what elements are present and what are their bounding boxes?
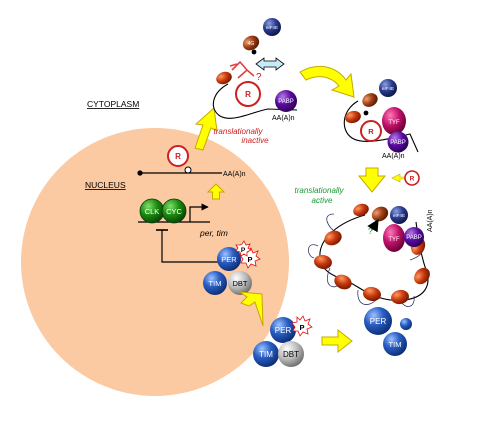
active-question: ? [368, 227, 373, 236]
tyf-protein-2 [383, 224, 405, 252]
svg-text:TIM: TIM [389, 340, 402, 349]
free-per-tim: PER TIM [364, 307, 412, 356]
svg-text:DBT: DBT [233, 279, 248, 288]
svg-text:PER: PER [370, 317, 387, 326]
svg-text:PABP: PABP [406, 235, 422, 241]
svg-text:AA(A)n: AA(A)n [427, 209, 434, 232]
per-protein-free [364, 307, 392, 335]
svg-text:R: R [368, 127, 374, 136]
nucleus-label: NUCLEUS [85, 180, 126, 190]
double-arrow [255, 57, 285, 71]
svg-text:AA(A)n: AA(A)n [272, 115, 295, 122]
svg-text:P: P [247, 255, 252, 264]
tim-protein-cyto [253, 341, 279, 367]
tyf-bound-complex: eIF4E R TYF PABP AA(A)n [343, 79, 419, 160]
nascent-chains [308, 213, 424, 307]
cytoplasmic-per-tim-dbt-complex: PER TIM DBT P [253, 315, 313, 367]
inactive-label-line1: translationally [214, 127, 264, 136]
per-protein-cyto [270, 317, 296, 343]
inactive-mrnp-complex: eIF4E 4G R ? PABP AA(A)n [212, 18, 298, 122]
svg-text:DBT: DBT [283, 350, 299, 359]
phosphate-star-cyto [291, 315, 313, 337]
pabp-active-1 [387, 131, 409, 153]
svg-text:TIM: TIM [259, 350, 273, 359]
cyc-label: CYC [166, 207, 182, 216]
repression-line [161, 230, 218, 263]
active-label-line1: translationally [295, 186, 345, 195]
svg-text:TYF: TYF [388, 237, 400, 243]
svg-text:TYF: TYF [388, 120, 400, 126]
dbt-protein-nucleus [228, 271, 252, 295]
svg-text:AA(A)n: AA(A)n [382, 153, 405, 160]
svg-text:eIF4E: eIF4E [266, 25, 278, 30]
nuclear-per-tim-dbt-complex: PER TIM DBT P P [203, 240, 261, 295]
r-release: R [391, 170, 420, 186]
svg-text:PER: PER [221, 255, 237, 264]
eif4e-active-2 [390, 206, 408, 224]
svg-text:R: R [245, 90, 251, 99]
per-protein-nucleus [217, 247, 241, 271]
to-cytoplasmic-complex-arrow [321, 328, 353, 354]
clk-label: CLK [145, 207, 160, 216]
svg-text:PABP: PABP [278, 99, 294, 105]
svg-text:P: P [241, 247, 246, 254]
svg-text:R: R [410, 176, 415, 183]
eif4g-inactive [242, 35, 260, 51]
r-protein-active [360, 120, 382, 142]
cytoplasm-label: CYTOPLASM [87, 99, 139, 109]
eif4e-inactive [263, 18, 281, 36]
r-protein-inactive [235, 81, 261, 107]
active-label-line2: active [312, 196, 333, 205]
down-arrow-right [357, 167, 387, 193]
svg-text:eIF4E: eIF4E [382, 86, 394, 91]
r-label: R [175, 152, 181, 161]
svg-text:eIF4E: eIF4E [393, 213, 405, 218]
r-protein-released [404, 170, 420, 186]
svg-text:PER: PER [275, 326, 292, 335]
polya-label: AA(A)n [223, 171, 246, 178]
r-protein-nucleus [167, 145, 189, 167]
eif4e-active-1 [379, 79, 397, 97]
inactive-question: ? [256, 72, 262, 83]
svg-text:PABP: PABP [390, 140, 406, 146]
pabp-active-2 [404, 227, 424, 247]
export-arrow [194, 106, 218, 151]
transcription-arrow [206, 183, 226, 200]
per-small-protein [400, 318, 412, 330]
pabp-inactive [275, 90, 297, 112]
dbt-protein-cyto [278, 341, 304, 367]
nuclear-mrna: R AA(A)n [137, 145, 246, 178]
activation-arrow-top [299, 65, 355, 98]
tim-protein-free [383, 332, 407, 356]
phosphate-star-2 [235, 240, 252, 257]
svg-text:P: P [299, 323, 304, 332]
inactive-label-line2: inactive [241, 136, 269, 145]
nuclear-import-arrow [238, 291, 264, 327]
polysome: eIF4E ? TYF PABP AA(A)n [308, 203, 434, 307]
nucleus-circle [21, 128, 289, 396]
per-tim-gene-label: per, tim [199, 228, 228, 238]
tyf-protein-1 [382, 107, 406, 135]
clk-cyc-promoter: CLK CYC per, tim [138, 198, 228, 238]
svg-text:4G: 4G [248, 41, 255, 47]
cyc-protein [161, 198, 187, 224]
tim-protein-nucleus [203, 271, 227, 295]
svg-text:TIM: TIM [209, 279, 222, 288]
